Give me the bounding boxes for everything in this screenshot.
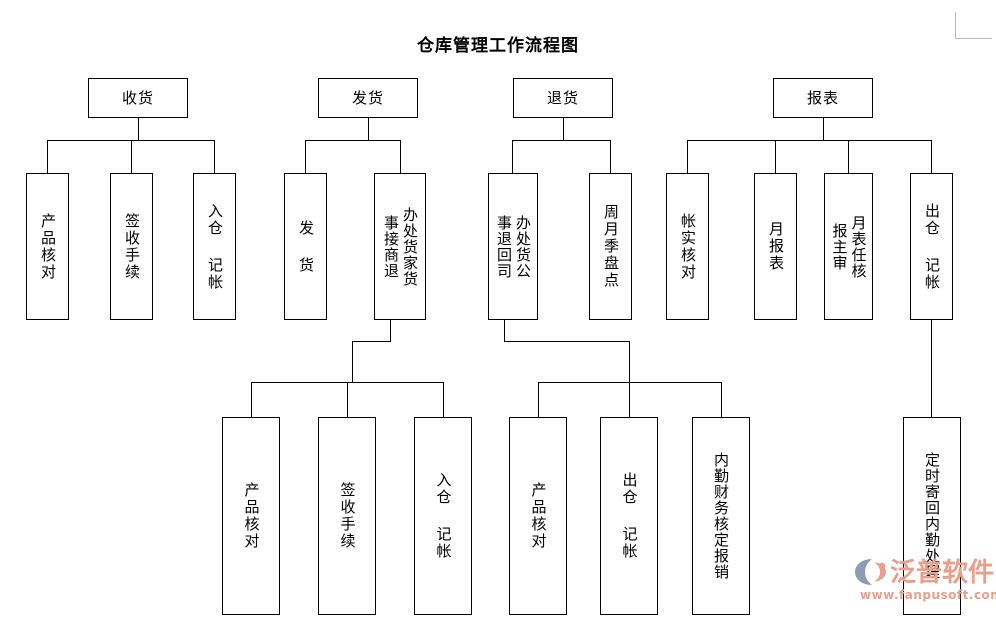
node-label: 签收手续 <box>123 212 141 281</box>
node-ship-goods[interactable]: 发 货 <box>284 173 327 320</box>
connector-receiving-drop-3 <box>214 140 215 173</box>
node-product-check-1[interactable]: 产品核对 <box>26 173 69 320</box>
node-shipping[interactable]: 发货 <box>318 78 418 118</box>
connector-return-company-stem <box>504 320 505 341</box>
node-returns[interactable]: 退货 <box>513 78 613 118</box>
node-product-check-2[interactable]: 产品核对 <box>222 417 280 615</box>
fanpu-logo-icon <box>855 559 886 585</box>
page-corner-mark <box>955 12 992 39</box>
node-return-to-company[interactable]: 事退回司 办处货公 <box>488 173 538 320</box>
connector-row2-left-drop-1 <box>251 382 252 417</box>
connector-shipping-bus <box>305 140 400 141</box>
node-label-col-right: 事接商退 <box>382 214 400 279</box>
node-book-stock-check[interactable]: 帐实核对 <box>666 173 709 320</box>
node-label-col-right: 报主审 <box>830 222 849 271</box>
node-label-col-right: 事退回司 <box>495 214 513 279</box>
node-label: 签收手续 <box>338 482 357 550</box>
node-inbound-record-1[interactable]: 入仓 记帐 <box>193 173 236 320</box>
connector-reports-drop-4 <box>931 140 932 173</box>
node-label-col-left: 办处货公 <box>514 214 532 279</box>
connector-returns-drop-2 <box>610 140 611 173</box>
node-label-col-left: 办处货家货 <box>401 206 419 287</box>
node-receiving[interactable]: 收货 <box>88 78 188 118</box>
connector-row2-left-drop-2 <box>347 382 348 417</box>
node-inbound-record-2[interactable]: 入仓 记帐 <box>414 417 472 615</box>
connector-returns-drop-1 <box>512 140 513 173</box>
node-label-col-left: 月表任核 <box>849 214 868 279</box>
connector-returns-bus <box>512 140 610 141</box>
node-label: 定时寄回内勤处理 <box>923 452 941 580</box>
connector-returns-stem <box>563 118 564 140</box>
node-label: 产品核对 <box>529 482 548 550</box>
node-finance-reimburse[interactable]: 内勤财务核定报销 <box>692 417 750 615</box>
connector-reports-drop-1 <box>687 140 688 173</box>
connector-row2-left-drop-3 <box>443 382 444 417</box>
node-monthly-report[interactable]: 月报表 <box>754 173 797 320</box>
node-label: 入仓 记帐 <box>434 472 453 560</box>
node-report-approval[interactable]: 报主审 月表任核 <box>824 173 873 320</box>
connector-return-company-drop <box>629 341 630 382</box>
node-label: 退货 <box>546 89 579 107</box>
connector-merchant-return-stem <box>390 320 391 341</box>
connector-return-company-elbow <box>504 341 629 342</box>
connector-row2-right-drop-3 <box>721 382 722 417</box>
connector-row2-right-drop-2 <box>629 382 630 417</box>
page-title: 仓库管理工作流程图 <box>417 36 579 56</box>
connector-merchant-return-drop <box>352 341 353 382</box>
node-reports[interactable]: 报表 <box>773 78 873 118</box>
connector-row2-right-drop-1 <box>538 382 539 417</box>
node-label: 产品核对 <box>242 482 261 550</box>
node-label: 帐实核对 <box>679 212 697 281</box>
connector-reports-drop-2 <box>775 140 776 173</box>
node-product-check-3[interactable]: 产品核对 <box>509 417 567 615</box>
node-label: 入仓 记帐 <box>206 202 224 291</box>
connector-outbound-to-mailback <box>931 320 932 417</box>
connector-shipping-drop-1 <box>305 140 306 173</box>
node-merchant-return[interactable]: 事接商退 办处货家货 <box>374 173 426 320</box>
node-label: 发货 <box>351 89 384 107</box>
node-label: 月报表 <box>767 221 785 272</box>
node-label: 出仓 记帐 <box>620 472 639 560</box>
node-label: 产品核对 <box>39 212 57 281</box>
connector-reports-stem <box>823 118 824 140</box>
node-signoff-1[interactable]: 签收手续 <box>110 173 153 320</box>
connector-receiving-bus <box>47 140 214 141</box>
connector-receiving-drop-1 <box>47 140 48 173</box>
node-label: 内勤财务核定报销 <box>712 452 730 580</box>
node-label: 报表 <box>806 89 839 107</box>
connector-receiving-drop-2 <box>131 140 132 173</box>
node-inventory-count[interactable]: 周月季盘点 <box>589 173 632 320</box>
node-label: 出仓 记帐 <box>923 202 941 291</box>
node-label: 收货 <box>121 89 154 107</box>
node-label: 发 货 <box>297 219 315 274</box>
connector-shipping-drop-2 <box>400 140 401 173</box>
connector-shipping-stem <box>368 118 369 140</box>
node-outbound-record-1[interactable]: 出仓 记帐 <box>910 173 953 320</box>
node-outbound-record-2[interactable]: 出仓 记帐 <box>600 417 658 615</box>
connector-receiving-stem <box>138 118 139 140</box>
connector-merchant-return-elbow <box>352 341 391 342</box>
connector-reports-bus <box>687 140 931 141</box>
connector-reports-drop-3 <box>848 140 849 173</box>
node-mail-back-office[interactable]: 定时寄回内勤处理 <box>903 417 961 615</box>
node-signoff-2[interactable]: 签收手续 <box>318 417 376 615</box>
node-label: 周月季盘点 <box>602 204 620 289</box>
